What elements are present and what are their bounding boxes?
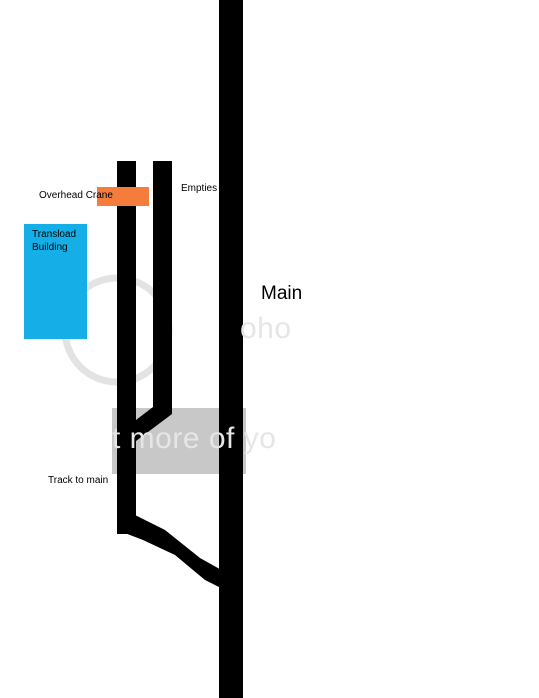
- empties-label: Empties: [181, 183, 218, 194]
- transload-building-label: Transload Building: [32, 229, 77, 253]
- empties-track: [136, 161, 172, 441]
- overhead-crane-label: Overhead Crane: [39, 190, 113, 201]
- watermark-text-bottom: t more of yo: [112, 422, 277, 455]
- watermark-text-top: oho: [240, 312, 292, 345]
- transload-building: [24, 224, 87, 339]
- track-to-main-connector: [117, 515, 225, 590]
- transload-track: [117, 161, 136, 534]
- track-to-main-label: Track to main: [48, 475, 109, 486]
- main-label: Main: [261, 283, 303, 304]
- main-track: [219, 0, 243, 698]
- overhead-crane: [97, 187, 149, 206]
